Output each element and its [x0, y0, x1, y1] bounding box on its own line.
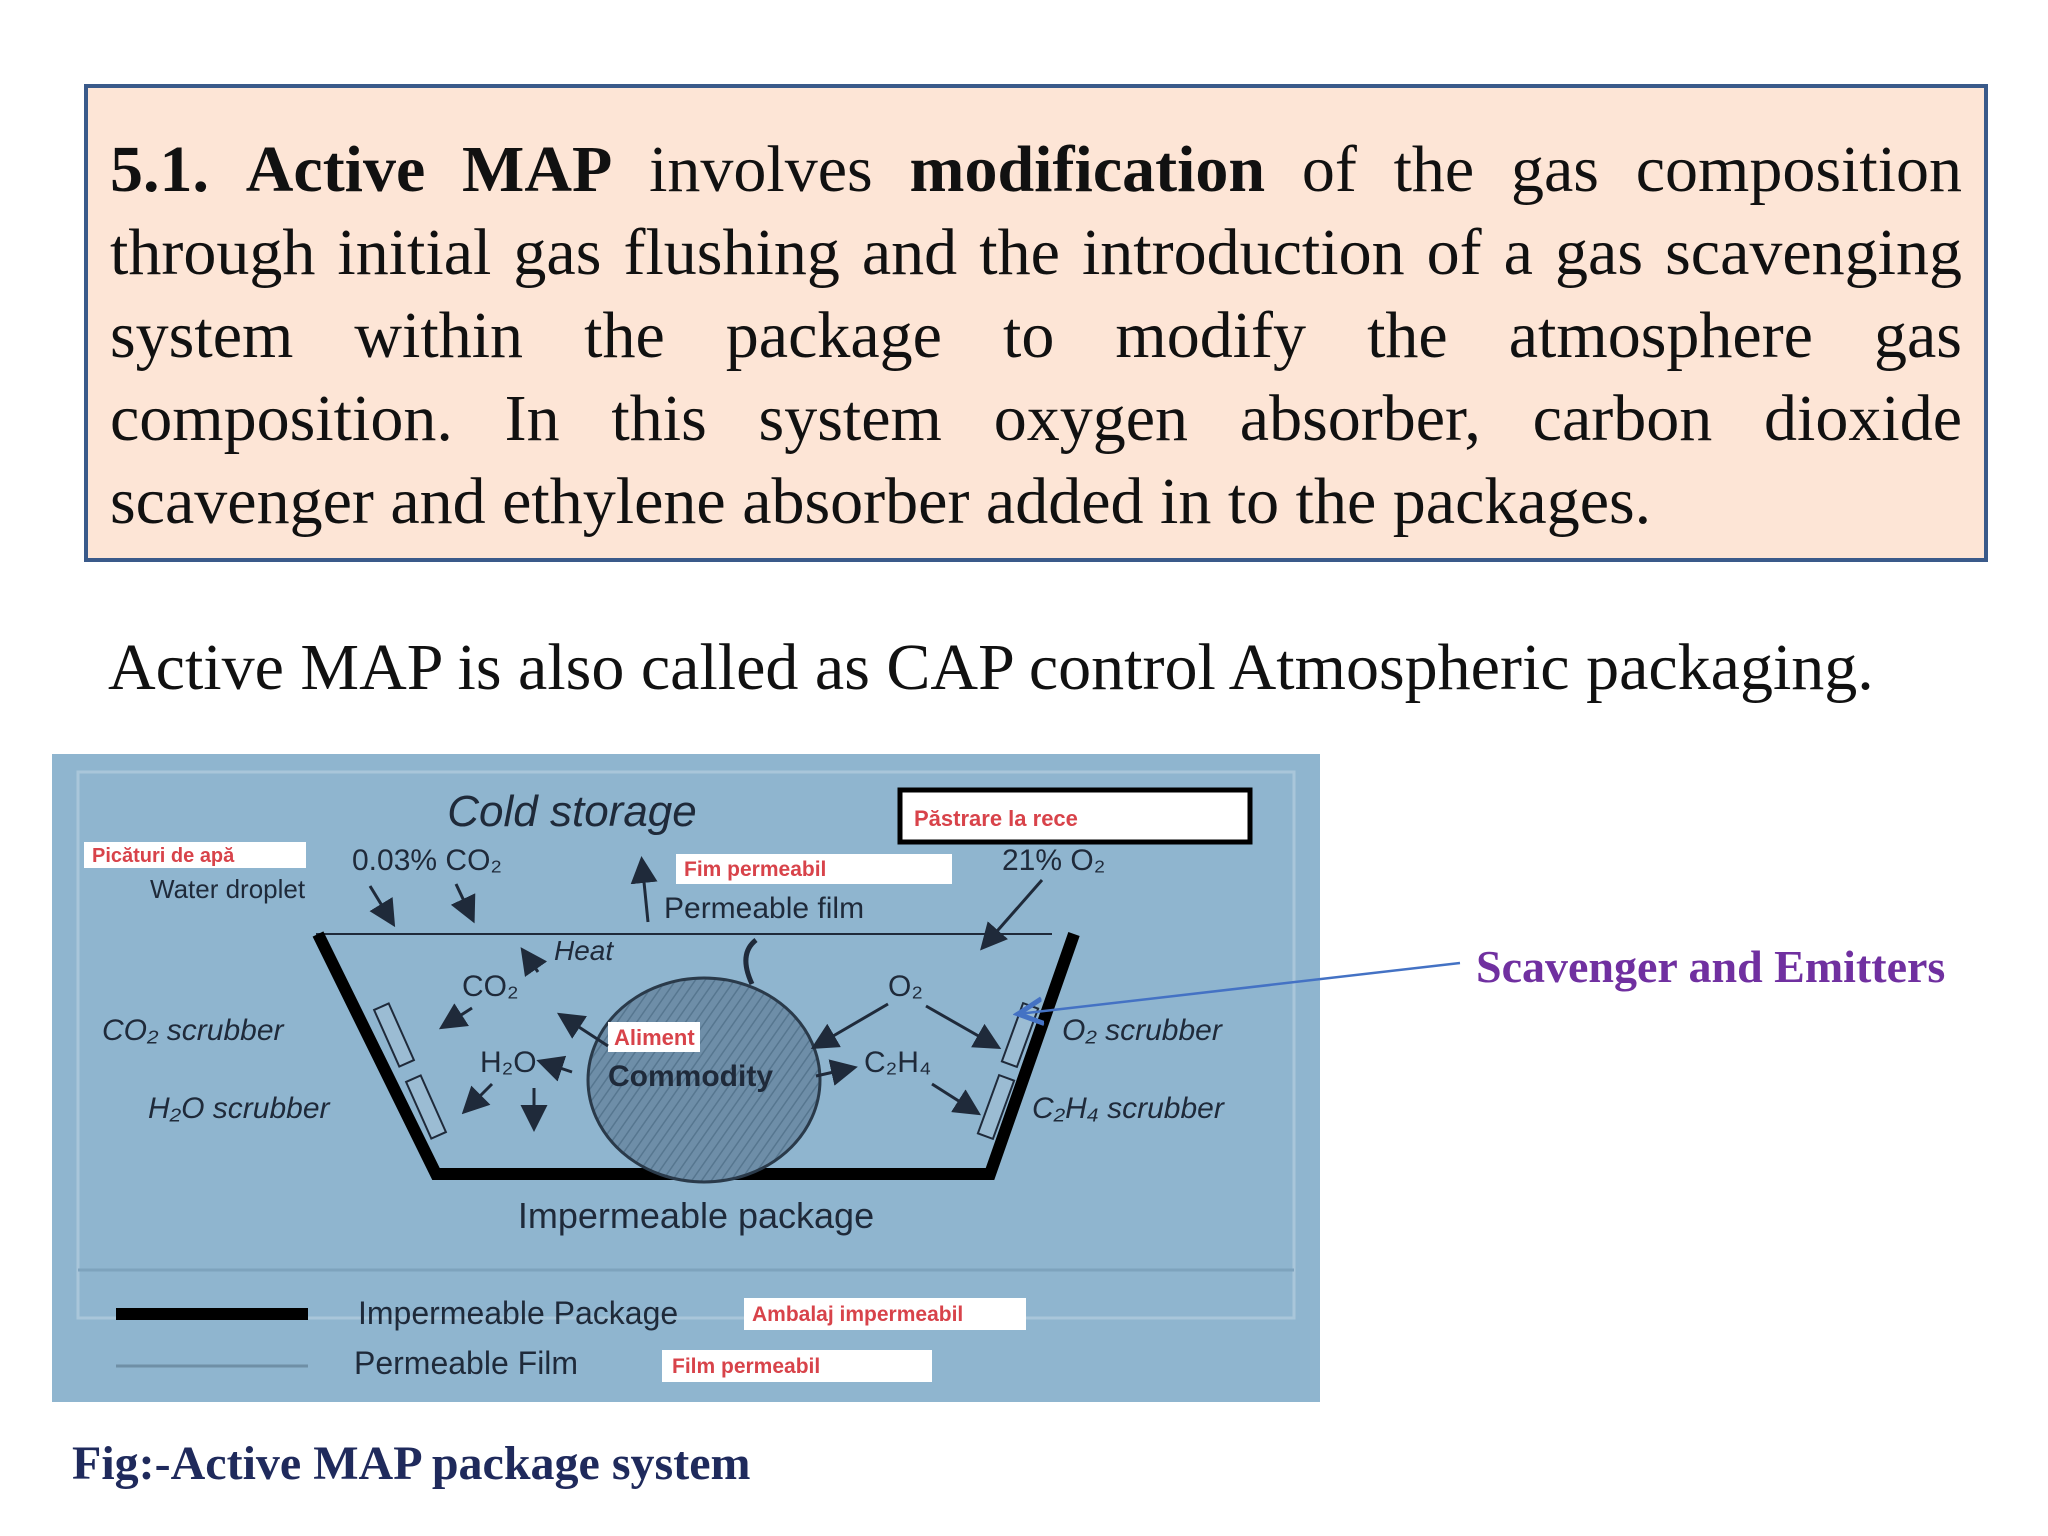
definition-part-2: of the gas composition through initial g…: [110, 133, 1963, 538]
arrow-co2-from-commodity: [556, 1012, 609, 1048]
cold-storage-ro-label: Păstrare la rece: [914, 806, 1078, 831]
o2-scrubber-label: O₂ scrubber: [1062, 1014, 1223, 1047]
co2-air-label: 0.03% CO₂: [352, 844, 502, 877]
co2-scrubber-label: CO₂ scrubber: [102, 1014, 285, 1047]
definition-box: 5.1. Active MAP involves modification of…: [84, 84, 1988, 562]
c2h4-inside-label: C₂H₄: [864, 1046, 931, 1079]
arrow-h2o-from-commodity: [536, 1055, 573, 1082]
water-ro-box: [84, 842, 306, 868]
heat-label: Heat: [554, 935, 614, 966]
commodity-ro-label: Aliment: [614, 1025, 695, 1050]
arrow-o2-to-commodity: [810, 1002, 889, 1050]
arrow-c2h4-to-scrubber: [931, 1082, 982, 1116]
film-ro-box: [676, 854, 952, 884]
film-ro-label: Fim permeabil: [684, 858, 826, 881]
legend-permeable-label: Permeable Film: [354, 1345, 578, 1381]
legend-permeable-ro-label: Film permeabil: [672, 1355, 820, 1378]
definition-part-1: involves: [612, 133, 910, 206]
cold-storage-title: Cold storage: [447, 787, 696, 836]
h2o-inside-label: H₂O: [480, 1046, 537, 1079]
section-number: 5.1.: [110, 133, 209, 206]
arrow-o2-air: [980, 879, 1044, 951]
legend-impermeable-ro-label: Ambalaj impermeabil: [752, 1303, 963, 1326]
arrow-co2-up: [520, 947, 548, 977]
o2-air-label: 21% O₂: [1002, 844, 1105, 877]
figure-diagram: Cold storage Păstrare la rece Picături d…: [76, 770, 1296, 1382]
arrow-co2-to-scrubber: [438, 1003, 473, 1030]
figure-caption: Fig:-Active MAP package system: [72, 1437, 751, 1490]
active-map-figure: Cold storage Păstrare la rece Picături d…: [52, 754, 1320, 1402]
arrow-c2h4-from-commodity: [815, 1059, 858, 1086]
water-droplet-label: Water droplet: [150, 874, 306, 904]
o2-inside-label: O₂: [888, 970, 923, 1003]
scavenger-emitters-callout: Scavenger and Emitters: [1476, 941, 1946, 992]
arrow-h2o-to-scrubber: [461, 1082, 494, 1115]
arrow-co2-air: [450, 883, 476, 924]
arrow-heat-out: [630, 856, 658, 923]
keyword-modification: modification: [909, 133, 1266, 206]
arrow-o2-to-scrubber: [925, 1004, 1002, 1049]
commodity-ro-box: [608, 1022, 700, 1052]
legend-impermeable-ro-box: [744, 1298, 1026, 1330]
water-ro-label: Picături de apă: [92, 845, 235, 867]
cap-statement: Active MAP is also called as CAP control…: [108, 631, 1874, 704]
inner-frame: [76, 770, 1296, 1320]
co2-scrubber-pad: [372, 1002, 416, 1068]
impermeable-package-label: Impermeable package: [518, 1195, 874, 1236]
c2h4-scrubber-pad: [976, 1073, 1016, 1141]
arrow-water-droplet: [368, 885, 396, 928]
gas-flow-arrows: [368, 856, 1044, 1132]
commodity-stem: [743, 938, 758, 986]
h2o-scrubber-pad: [404, 1074, 448, 1140]
permeable-film-label: Permeable film: [664, 892, 864, 925]
cold-storage-ro-box: [897, 787, 1253, 845]
commodity-label: Commodity: [608, 1060, 773, 1093]
term-active-map: Active MAP: [245, 133, 613, 206]
c2h4-scrubber-label: C₂H₄ scrubber: [1032, 1092, 1225, 1125]
co2-inside-label: CO₂: [462, 970, 519, 1003]
legend-impermeable-label: Impermeable Package: [358, 1295, 678, 1331]
legend-permeable-ro-box: [662, 1350, 932, 1382]
h2o-scrubber-label: H₂O scrubber: [148, 1092, 331, 1125]
definition-text: 5.1. Active MAP involves modification of…: [110, 128, 1962, 543]
